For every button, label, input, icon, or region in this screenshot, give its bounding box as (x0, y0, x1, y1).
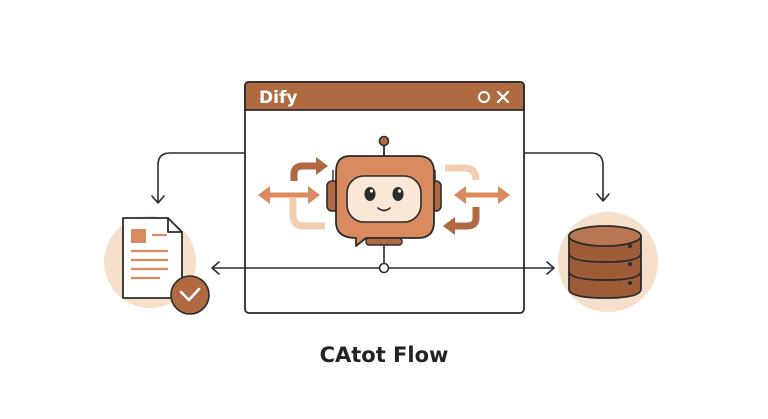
database-icon (568, 225, 642, 299)
document-icon (122, 217, 183, 299)
junction-node (378, 262, 390, 274)
right-exchange-arrows (443, 164, 510, 235)
diagram-caption: CAtot Flow (320, 343, 449, 367)
database-node (558, 212, 658, 312)
arrowhead-right (596, 193, 610, 202)
window-title: Dify (259, 88, 297, 108)
connector-right (524, 152, 604, 201)
data-flow-line (211, 245, 555, 275)
left-exchange-arrows (258, 157, 328, 230)
connector-left (157, 152, 245, 203)
robot-icon (326, 135, 442, 247)
circle-icon[interactable] (478, 91, 490, 103)
arrowhead-left (151, 195, 165, 204)
close-icon[interactable] (496, 90, 510, 104)
document-node (104, 216, 210, 315)
window-titlebar (244, 81, 525, 111)
check-badge-icon (170, 275, 210, 315)
